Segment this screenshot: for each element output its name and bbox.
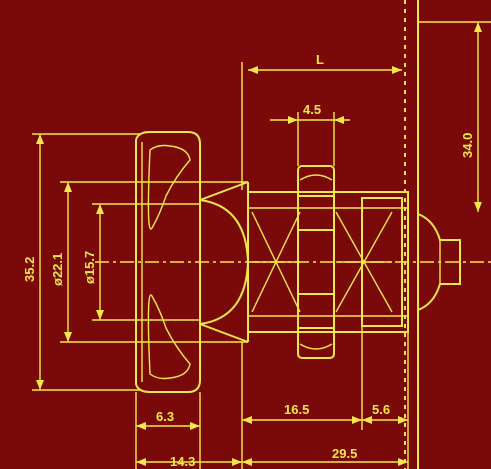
cam-plate-outline	[404, 0, 419, 469]
dim-overall-height: 35.2	[22, 133, 140, 391]
dim-height-right: 34.0	[418, 21, 491, 212]
label-nut-width: 4.5	[303, 102, 321, 117]
dim-length-L: L	[241, 52, 402, 190]
label-total-length: 29.5	[332, 446, 357, 461]
label-length-L: L	[316, 52, 324, 67]
label-end-length: 5.6	[372, 402, 390, 417]
dim-total-length: 29.5	[242, 446, 408, 466]
dim-head-thickness: 6.3	[136, 409, 200, 430]
label-dia-inner: ø15.7	[82, 251, 97, 284]
dim-nut-width: 4.5	[270, 102, 350, 166]
label-dia-outer: ø22.1	[50, 253, 65, 286]
label-overall-height: 35.2	[22, 257, 37, 282]
label-height-right: 34.0	[460, 133, 475, 158]
dim-end-length: 5.6	[362, 402, 408, 424]
dim-dia-outer: ø22.1	[50, 181, 248, 343]
label-head-offset: 14.3	[170, 454, 195, 469]
label-body-length: 16.5	[284, 402, 309, 417]
barrel-body	[247, 191, 409, 333]
dim-head-offset: 14.3	[136, 454, 242, 469]
label-head-thickness: 6.3	[156, 409, 174, 424]
dim-dia-inner: ø15.7	[82, 203, 200, 321]
hex-nut	[297, 165, 335, 359]
bottom-extension-lines	[135, 326, 409, 469]
rear-shaft	[417, 213, 461, 311]
dim-body-length: 16.5	[242, 402, 362, 424]
